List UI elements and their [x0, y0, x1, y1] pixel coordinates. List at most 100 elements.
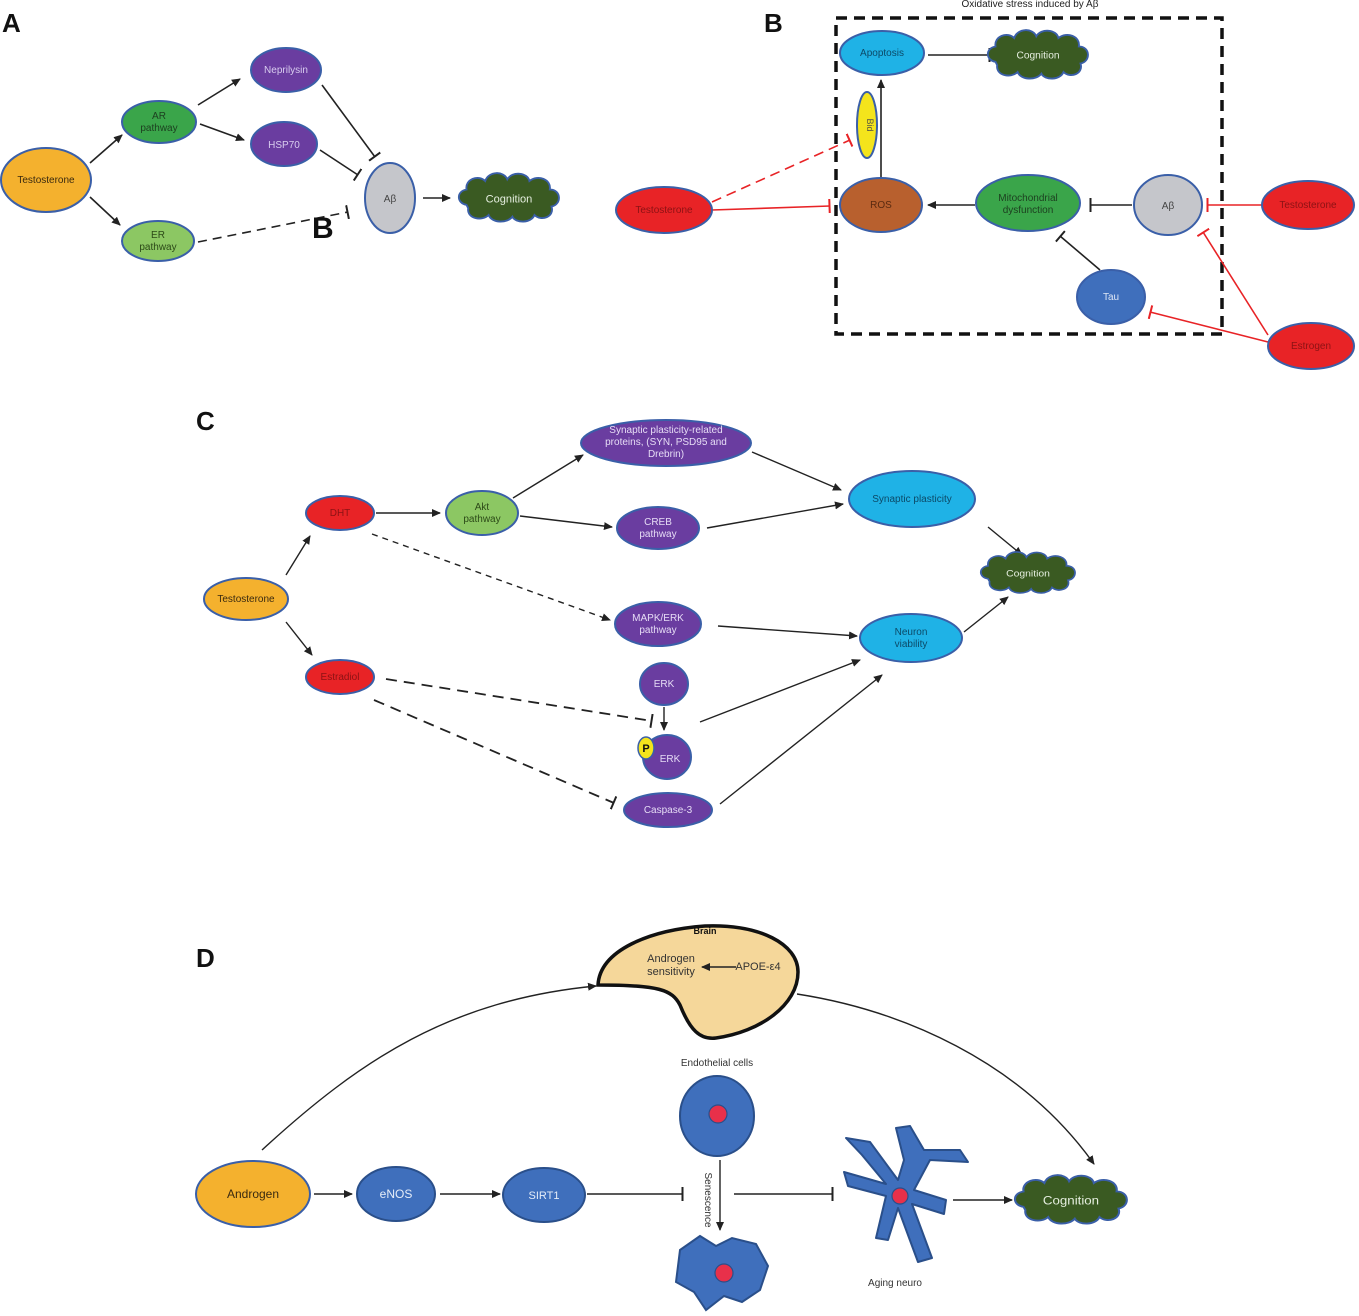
edge-tau-mito [1055, 230, 1101, 271]
panel-c-letter: C [196, 406, 215, 436]
panel-c-edges [285, 451, 1023, 810]
testosterone-label-c: Testosterone [217, 594, 275, 605]
apoe-label: APOE-ε4 [735, 961, 780, 973]
akt-label-1: Akt [475, 502, 490, 513]
testosterone-node-c: Testosterone [203, 577, 289, 621]
androgen-sensitivity-label-1: Androgen [647, 953, 695, 965]
mito-label-1: Mitochondrial [998, 193, 1057, 204]
edge-er-abeta [197, 205, 350, 243]
panel-d-letter: D [196, 943, 215, 973]
synaptic-plasticity-node: Synaptic plasticity [848, 470, 976, 528]
edge-estrogen-abeta [1196, 227, 1269, 336]
edge-estradiol-perk [385, 678, 654, 728]
dht-node: DHT [305, 495, 375, 531]
panel-d-edges [261, 982, 1095, 1231]
cognition-label-b: Cognition [1016, 50, 1059, 61]
panel-b: B Oxidative stress induced by Aβ Apoptos… [615, 0, 1355, 370]
ros-label: ROS [870, 200, 892, 211]
cognition-label-a: Cognition [486, 193, 533, 205]
akt-label-2: pathway [463, 514, 500, 525]
aging-neuro-label: Aging neuro [868, 1278, 922, 1289]
cognition-cloud-d: Cognition [1013, 1174, 1128, 1225]
er-pathway-label-2: pathway [139, 242, 176, 253]
endothelial-nucleus [708, 1104, 728, 1124]
edge-t-estradiol [285, 621, 313, 656]
synprot-label-1: Synaptic plasticity-related [609, 425, 722, 436]
ar-pathway-label-1: AR [152, 111, 166, 122]
senescence-label: Senescence [702, 1172, 713, 1227]
abeta-label-b: Aβ [1162, 201, 1175, 212]
edge-androgen-brain [261, 982, 597, 1151]
tau-label: Tau [1103, 292, 1119, 303]
testosterone-left-node: Testosterone [615, 186, 713, 234]
estrogen-node: Estrogen [1267, 322, 1355, 370]
synprot-label-3: Drebrin) [648, 449, 684, 460]
caspase-label: Caspase-3 [644, 805, 693, 816]
edge-hsp70-abeta [319, 149, 363, 182]
edge-estrogen-tau [1147, 305, 1269, 343]
hsp70-label: HSP70 [268, 140, 300, 151]
edge-testosterone-er [89, 196, 121, 226]
cognition-label-d: Cognition [1043, 1194, 1099, 1207]
edge-dht-mapk [371, 533, 611, 622]
box-title: Oxidative stress induced by Aβ [962, 0, 1099, 10]
androgen-sensitivity-label-2: sensitivity [647, 966, 695, 978]
abeta-node-a: Aβ [364, 162, 416, 234]
edge-mapk-viability [717, 625, 858, 640]
sirt1-node: SIRT1 [502, 1167, 586, 1223]
edge-synplast-cognition [987, 526, 1023, 556]
creb-label-2: pathway [639, 529, 676, 540]
caspase-node: Caspase-3 [623, 792, 713, 828]
mito-label-2: dysfunction [1003, 205, 1054, 216]
synplast-label: Synaptic plasticity [872, 494, 951, 505]
panel-b-edges [711, 48, 1269, 343]
viability-node: Neuron viability [859, 613, 963, 663]
ar-pathway-node: AR pathway [121, 100, 197, 144]
perk-node: ERK P [637, 734, 692, 780]
edge-ar-neprilysin [197, 78, 241, 106]
aging-neuron [843, 1125, 969, 1263]
edge-viability-cognition [963, 596, 1009, 633]
edge-brain-cognition [796, 993, 1095, 1165]
testosterone-right-label: Testosterone [1279, 200, 1337, 211]
mapk-label-2: pathway [639, 625, 676, 636]
apoptosis-label: Apoptosis [860, 48, 904, 59]
akt-node: Akt pathway [445, 490, 519, 536]
edge-neprilysin-abeta [321, 84, 381, 162]
viability-label-1: Neuron [895, 627, 928, 638]
aging-neuron-nucleus [891, 1187, 909, 1205]
neprilysin-label: Neprilysin [264, 65, 308, 76]
panel-d: D Brain Androgen sensitivity APOE-ε4 And… [195, 924, 1128, 1312]
testosterone-right-node: Testosterone [1261, 180, 1355, 230]
edge-akt-synprot [512, 454, 584, 499]
ar-pathway-label-2: pathway [140, 123, 177, 134]
er-pathway-node: ER pathway [121, 220, 195, 262]
creb-label-1: CREB [644, 517, 672, 528]
dht-label: DHT [330, 508, 351, 519]
creb-node: CREB pathway [616, 506, 700, 550]
cognition-cloud-b: Cognition [986, 29, 1089, 80]
synaptic-proteins-node: Synaptic plasticity-related proteins, (S… [580, 419, 752, 467]
brain-shape: Brain Androgen sensitivity APOE-ε4 [596, 924, 800, 1040]
neprilysin-node: Neprilysin [250, 47, 322, 93]
abeta-node-b: Aβ [1133, 174, 1203, 236]
mapk-label-1: MAPK/ERK [632, 613, 684, 624]
viability-label-2: viability [895, 639, 928, 650]
androgen-label: Androgen [227, 1187, 279, 1201]
phospho-label: P [642, 743, 649, 755]
er-pathway-label-1: ER [151, 230, 165, 241]
estrogen-label: Estrogen [1291, 341, 1331, 352]
edge-testosterone-ar [89, 134, 123, 164]
testosterone-left-label: Testosterone [635, 205, 693, 216]
senescent-nucleus [714, 1263, 734, 1283]
erk-label: ERK [654, 679, 675, 690]
endothelial-label: Endothelial cells [681, 1058, 753, 1069]
panel-a-letter: A [2, 8, 21, 38]
edge-testosterone-bid [711, 133, 854, 203]
androgen-node: Androgen [195, 1160, 311, 1228]
synprot-label-2: proteins, (SYN, PSD95 and [605, 437, 727, 448]
edge-synprot-synplast [751, 451, 842, 491]
tau-node: Tau [1076, 269, 1146, 325]
panel-a: A Testosterone AR pathway ER pathway [0, 8, 560, 262]
stray-letter-b: B [312, 212, 334, 245]
